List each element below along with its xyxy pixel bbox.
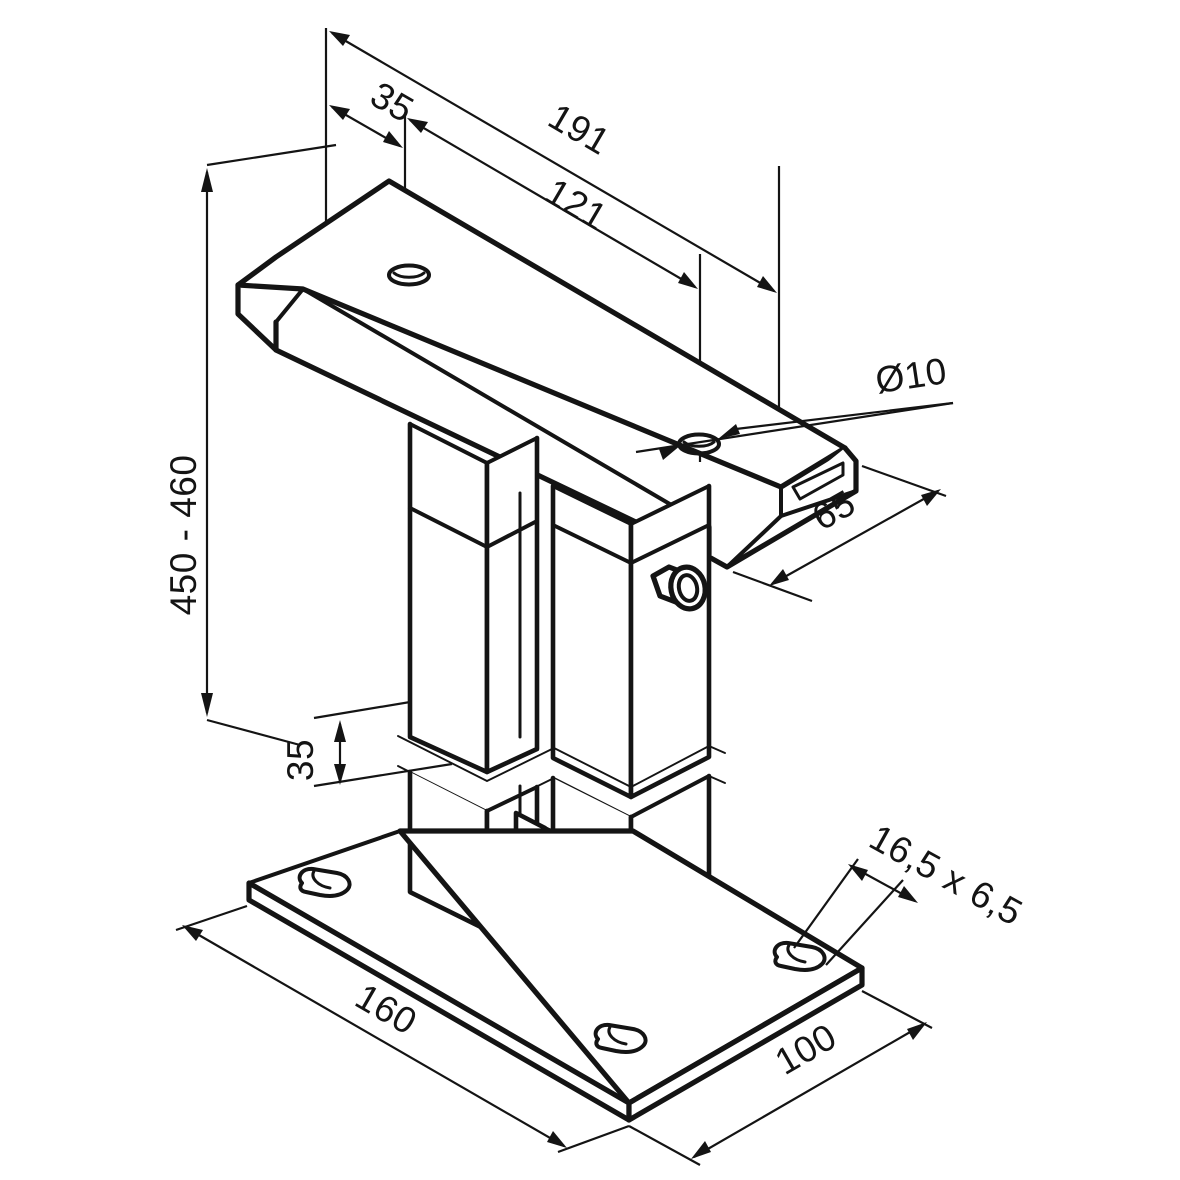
base-mounting-plate: [246, 828, 865, 1123]
dimension-label-hole-diameter: Ø10: [873, 350, 950, 401]
dimension-label-height-range: 450 - 460: [163, 455, 204, 616]
base-slot-upper-left: [297, 866, 352, 898]
dimension-label-slot-size: 16,5 x 6,5: [863, 817, 1029, 934]
dimension-gusset-height: 35: [280, 693, 453, 788]
dimension-slot-size: 16,5 x 6,5: [793, 817, 1029, 966]
dimension-label-top-plate-length: 191: [542, 96, 617, 163]
dimension-hole-diameter: Ø10: [635, 350, 954, 460]
locking-nut: [650, 564, 708, 612]
mounting-hole-left: [387, 263, 431, 287]
dimension-label-gusset-height: 35: [280, 739, 321, 781]
telescoping-inner-tube: [407, 421, 540, 775]
dimension-edge-offset: 35: [329, 74, 421, 148]
telescoping-outer-tube-upper: [518, 436, 712, 800]
dimension-height-range: 450 - 460: [163, 143, 337, 747]
base-slot-lower-center: [593, 1022, 648, 1054]
top-mounting-plate: [235, 178, 859, 570]
base-slot-right: [772, 940, 827, 972]
dimension-label-hole-span: 121: [539, 171, 614, 238]
